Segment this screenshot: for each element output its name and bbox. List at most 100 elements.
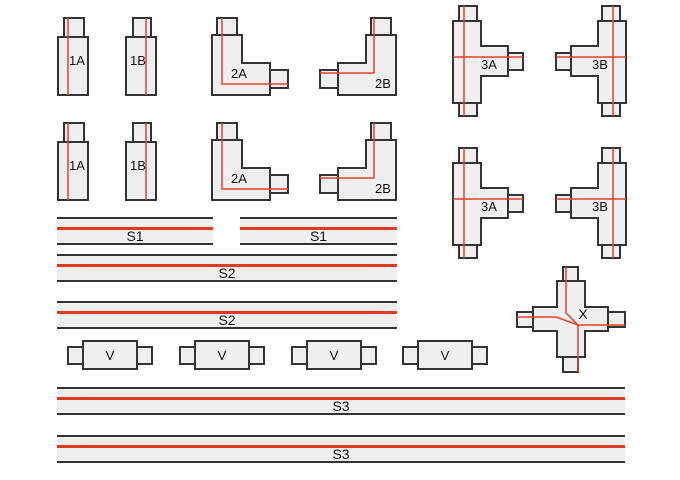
top-plug [601, 147, 621, 164]
strip-label: S3 [332, 398, 350, 414]
piece-label: 2B [375, 76, 391, 91]
piece-body [125, 141, 157, 201]
right-plug [136, 346, 153, 365]
left-plug [516, 311, 534, 328]
trace-line [320, 123, 375, 179]
top-plug [458, 147, 478, 164]
strip-label: S3 [332, 446, 350, 462]
piece-label: V [106, 348, 115, 363]
piece-1a-row1: 1A [57, 17, 89, 96]
strip-s2-bottom: S2 [57, 301, 397, 329]
bottom-plug [601, 102, 621, 117]
piece-body [337, 34, 397, 96]
strip-label: S2 [218, 312, 236, 328]
piece-label: 2A [231, 66, 247, 81]
piece-3b-row1: 3B [555, 5, 627, 117]
piece-2a-row2: 2A [211, 122, 289, 201]
strip-trace [57, 311, 397, 314]
piece-body [452, 20, 509, 104]
bottom-plug [562, 356, 579, 373]
piece-body [417, 340, 473, 370]
strip-s2-top: S2 [57, 254, 397, 282]
strip-label: S2 [218, 265, 236, 281]
piece-body [211, 34, 271, 96]
piece-body [57, 141, 89, 201]
piece-3a-row2: 3A [452, 147, 524, 259]
top-plug [132, 122, 152, 143]
piece-label: V [330, 348, 339, 363]
strip-trace [57, 445, 625, 448]
left-plug [179, 346, 196, 365]
piece-v-2: V [179, 340, 265, 370]
right-plug [360, 346, 377, 365]
piece-label: V [218, 348, 227, 363]
trace-line-vertical [565, 267, 579, 372]
right-plug [507, 52, 524, 71]
piece-1b-row2: 1B [125, 122, 157, 201]
trace-line [221, 18, 288, 85]
strip-trace [240, 227, 397, 230]
strip-label: S1 [126, 228, 144, 244]
piece-label: 3B [592, 57, 608, 72]
top-plug [601, 5, 621, 22]
piece-label: X [578, 306, 588, 322]
piece-label: 1A [69, 53, 85, 68]
strip-s3-top: S3 [57, 387, 625, 415]
strip-trace [57, 397, 625, 400]
piece-body [194, 340, 250, 370]
right-plug [269, 69, 289, 89]
right-plug [507, 194, 524, 213]
left-plug [555, 194, 572, 213]
piece-label: 1B [130, 53, 146, 68]
bottom-plug [601, 244, 621, 259]
piece-label: V [441, 348, 450, 363]
bottom-plug [458, 102, 478, 117]
trace-line [320, 18, 375, 74]
piece-label: 3A [481, 57, 497, 72]
left-plug [402, 346, 419, 365]
piece-v-4: V [402, 340, 488, 370]
piece-body [532, 280, 609, 358]
left-plug [555, 52, 572, 71]
right-plug [471, 346, 488, 365]
piece-v-3: V [291, 340, 377, 370]
piece-1a-row2: 1A [57, 122, 89, 201]
left-plug [67, 346, 84, 365]
top-plug [216, 122, 238, 141]
piece-label: 1A [69, 158, 85, 173]
right-plug [248, 346, 265, 365]
right-plug [269, 174, 289, 194]
piece-body [211, 139, 271, 201]
piece-2b-row2: 2B [319, 122, 397, 201]
strip-label: S1 [309, 228, 328, 244]
strip-s3-bottom: S3 [57, 435, 625, 463]
top-plug [132, 17, 152, 38]
piece-body [125, 36, 157, 96]
piece-label: 2B [375, 181, 391, 196]
left-plug [291, 346, 308, 365]
piece-3b-row2: 3B [555, 147, 627, 259]
trace-line [221, 123, 288, 190]
piece-3a-row1: 3A [452, 5, 524, 117]
piece-2b-row1: 2B [319, 17, 397, 96]
top-plug [458, 5, 478, 22]
piece-label: 1B [130, 158, 146, 173]
piece-x-cross: X [516, 266, 626, 373]
piece-body [452, 162, 509, 246]
top-plug [63, 17, 85, 38]
piece-label: 2A [231, 171, 247, 186]
strip-s1-right: S1 [240, 217, 397, 245]
piece-label: 3A [481, 199, 497, 214]
piece-body [82, 340, 138, 370]
piece-2a-row1: 2A [211, 17, 289, 96]
piece-body [306, 340, 362, 370]
top-plug [63, 122, 85, 143]
piece-body [337, 139, 397, 201]
trace-line-horizontal [517, 316, 625, 326]
piece-label: 3B [592, 199, 608, 214]
top-plug [216, 17, 238, 36]
piece-body [57, 36, 89, 96]
strip-trace [57, 264, 397, 267]
strip-s1-left: S1 [57, 217, 213, 245]
